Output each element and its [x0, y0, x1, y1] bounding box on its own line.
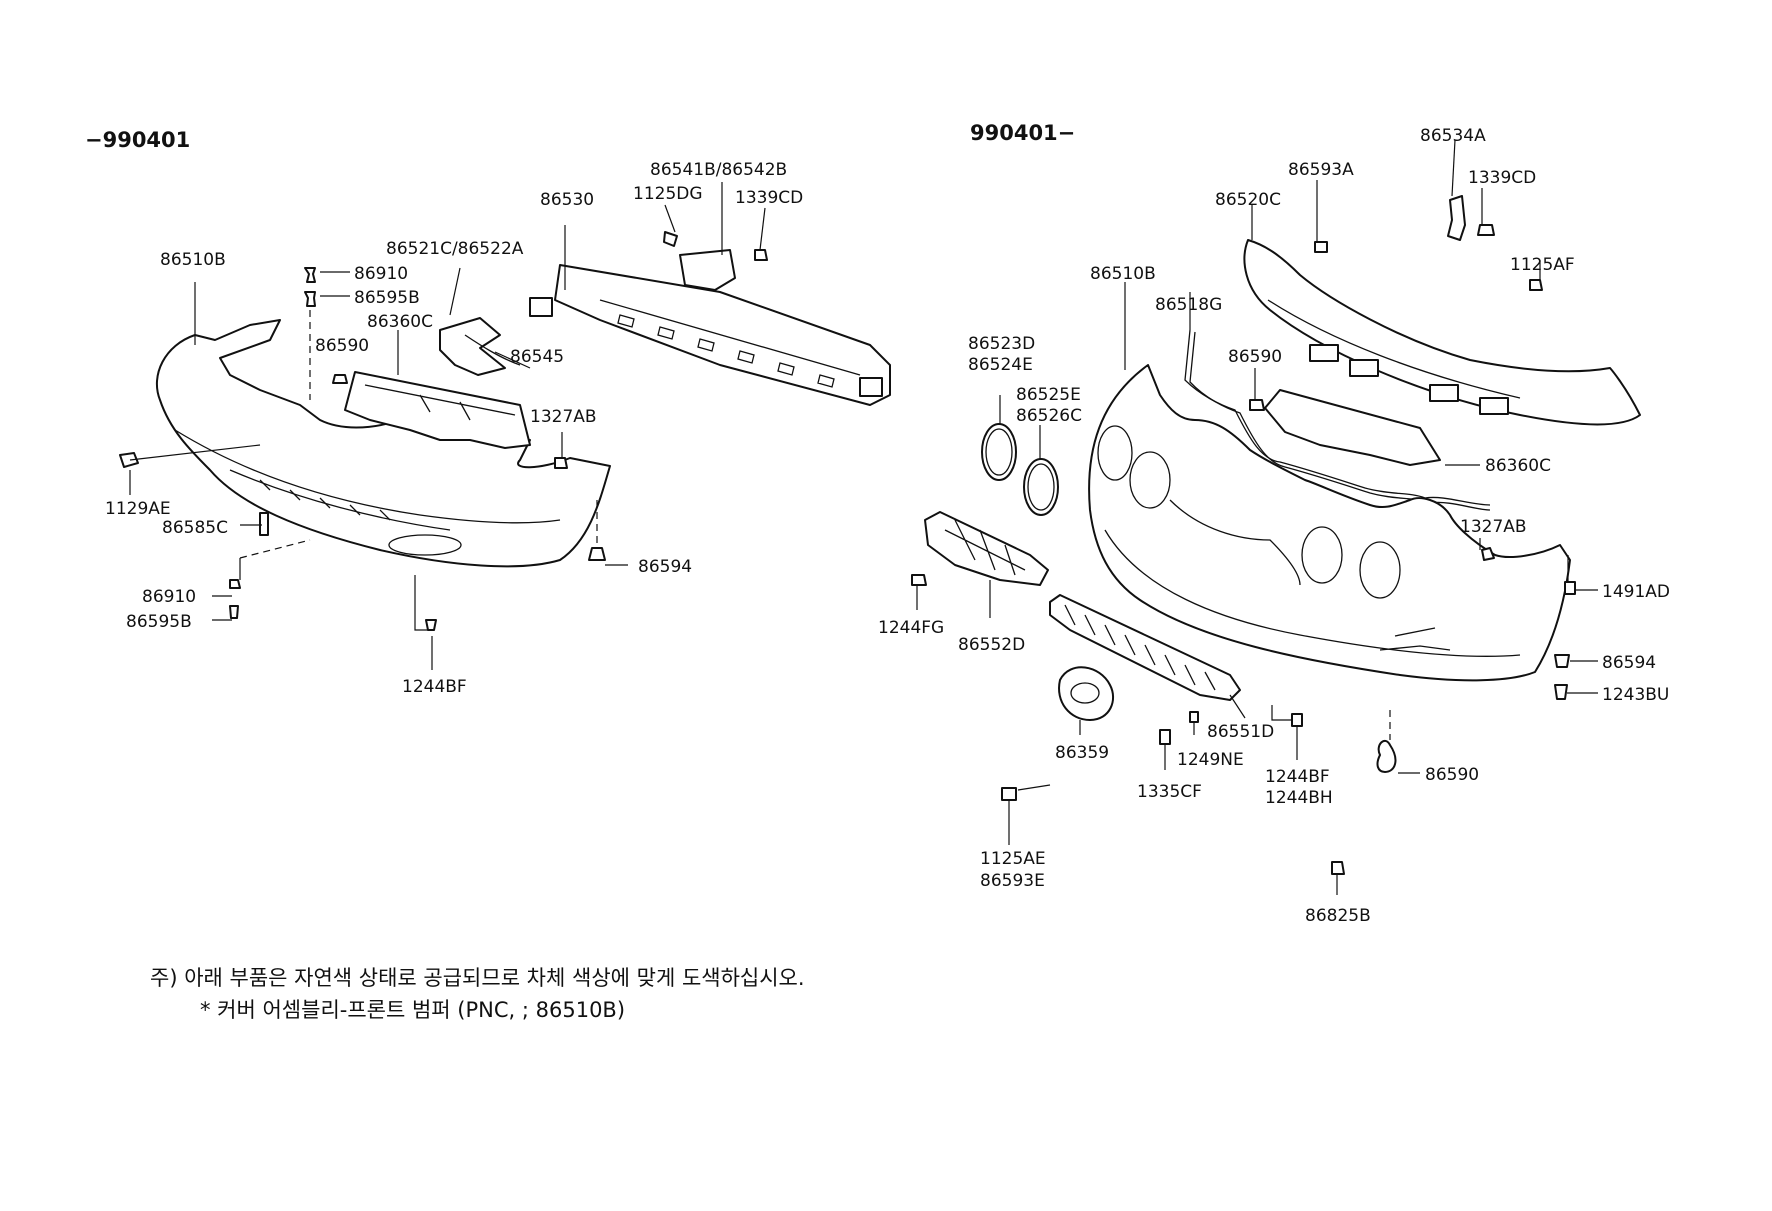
label-86590-right-top: 86590	[1228, 347, 1282, 367]
right-bracket-86534A	[1447, 195, 1466, 241]
label-86525E: 86525E	[1016, 385, 1081, 405]
left-strip-86545	[464, 334, 521, 366]
right-absorber-86520C	[1243, 239, 1641, 426]
label-86510B-left: 86510B	[160, 250, 226, 270]
label-1125AF: 1125AF	[1510, 255, 1575, 275]
left-bracket-86521C	[439, 317, 506, 376]
right-support-plate	[1264, 389, 1441, 466]
right-fasteners	[911, 224, 1576, 875]
left-leaders	[129, 182, 766, 670]
label-86595B-top: 86595B	[354, 288, 420, 308]
label-1125DG: 1125DG	[633, 184, 703, 204]
label-1125AE: 1125AE	[980, 849, 1046, 869]
label-86359: 86359	[1055, 743, 1109, 763]
label-86530: 86530	[540, 190, 594, 210]
label-86825B: 86825B	[1305, 906, 1371, 926]
right-emblem-86359	[1058, 666, 1115, 721]
label-86593E: 86593E	[980, 871, 1045, 891]
label-86551D: 86551D	[1207, 722, 1274, 742]
label-86534A: 86534A	[1420, 126, 1486, 146]
right-ring-86523D	[981, 423, 1017, 481]
label-86594-right: 86594	[1602, 653, 1656, 673]
label-1249NE: 1249NE	[1177, 750, 1244, 770]
label-1491AD: 1491AD	[1602, 582, 1670, 602]
label-86523D: 86523D	[968, 334, 1035, 354]
right-grille-86551D	[1049, 594, 1241, 701]
label-86910-top: 86910	[354, 264, 408, 284]
left-bumper-cover	[155, 319, 611, 568]
label-86545: 86545	[510, 347, 564, 367]
label-86524E: 86524E	[968, 355, 1033, 375]
label-86360C-right: 86360C	[1485, 456, 1551, 476]
left-range-header: −990401	[85, 128, 190, 152]
label-1244BF-right: 1244BF	[1265, 767, 1330, 787]
label-86526C: 86526C	[1016, 406, 1082, 426]
label-86590-left: 86590	[315, 336, 369, 356]
right-leaders	[916, 139, 1598, 895]
left-absorber-86530	[529, 264, 891, 406]
right-assembly	[911, 139, 1641, 895]
label-86521C: 86521C/86522A	[386, 239, 524, 259]
note-line-1: 주) 아래 부품은 자연색 상태로 공급되므로 차체 색상에 맞게 도색하십시오…	[150, 966, 805, 990]
label-1339CD-left: 1339CD	[735, 188, 803, 208]
label-1327AB-right: 1327AB	[1460, 517, 1527, 537]
label-86585C: 86585C	[162, 518, 228, 538]
label-86594-left: 86594	[638, 557, 692, 577]
label-1244BF-left: 1244BF	[402, 677, 467, 697]
label-1244BH: 1244BH	[1265, 788, 1333, 808]
label-86541B: 86541B/86542B	[650, 160, 787, 180]
label-1129AE: 1129AE	[105, 499, 171, 519]
left-support-plate	[344, 371, 531, 449]
left-bracket-86541B	[679, 249, 736, 291]
right-ring-86525E	[1023, 458, 1059, 516]
label-86593A: 86593A	[1288, 160, 1354, 180]
label-1243BU: 1243BU	[1602, 685, 1669, 705]
label-86910-bottom: 86910	[142, 587, 196, 607]
note-line-2: * 커버 어셈블리-프론트 범퍼 (PNC, ; 86510B)	[200, 998, 625, 1022]
right-seal-86518G	[1184, 329, 1491, 506]
label-86510B-right: 86510B	[1090, 264, 1156, 284]
label-86518G: 86518G	[1155, 295, 1222, 315]
label-86520C: 86520C	[1215, 190, 1281, 210]
left-assembly	[119, 182, 891, 670]
label-1335CF: 1335CF	[1137, 782, 1202, 802]
label-86595B-bottom: 86595B	[126, 612, 192, 632]
label-86360C-left: 86360C	[367, 312, 433, 332]
right-bumper-cover	[1088, 364, 1571, 682]
label-1244FG: 1244FG	[878, 618, 944, 638]
label-1339CD-right: 1339CD	[1468, 168, 1536, 188]
label-86590-right-bottom: 86590	[1425, 765, 1479, 785]
right-range-header: 990401−	[970, 121, 1075, 145]
label-1327AB-left: 1327AB	[530, 407, 597, 427]
label-86552D: 86552D	[958, 635, 1025, 655]
